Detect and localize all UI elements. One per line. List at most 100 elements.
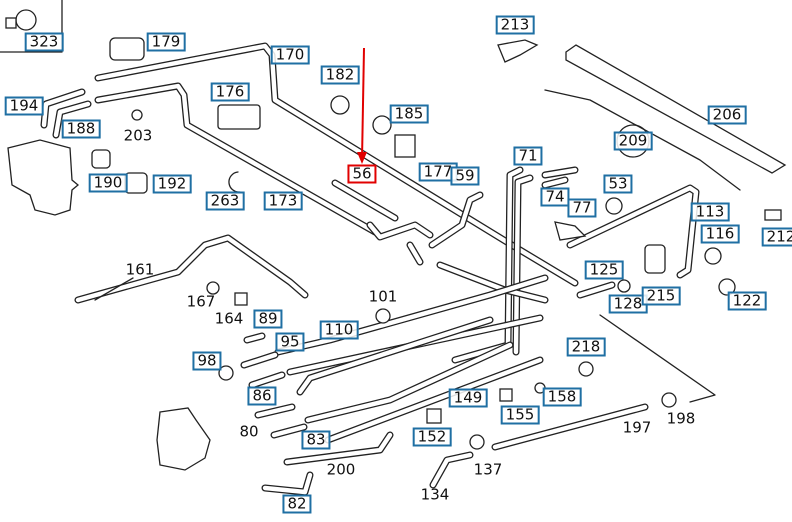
part-label-116[interactable]: 116 (700, 224, 740, 244)
clip-213 (497, 39, 539, 63)
part-label-59[interactable]: 59 (450, 166, 480, 186)
part-label-98[interactable]: 98 (192, 351, 222, 371)
part-label-212[interactable]: 212 (761, 227, 792, 247)
grommet-53 (605, 197, 623, 215)
screw-155 (499, 388, 513, 402)
part-label-113[interactable]: 113 (690, 202, 730, 222)
clip-212 (764, 209, 782, 221)
part-label-190[interactable]: 190 (88, 173, 128, 193)
plug-218 (578, 361, 594, 377)
hose-194-inner (41, 89, 85, 128)
part-label-198: 198 (666, 409, 696, 428)
hose-89-inner (244, 333, 265, 343)
hose-lower-c-inner (325, 357, 543, 443)
bracket-176 (217, 104, 261, 130)
hose-83-inner (271, 424, 307, 438)
clamp-190 (91, 149, 111, 169)
part-label-176[interactable]: 176 (210, 82, 250, 102)
part-label-167: 167 (186, 292, 216, 311)
part-label-206[interactable]: 206 (707, 105, 747, 125)
part-label-215[interactable]: 215 (641, 286, 681, 306)
reservoir-drawing (7, 139, 80, 216)
highlight-arrow (361, 47, 365, 161)
part-label-149[interactable]: 149 (448, 388, 488, 408)
part-label-152[interactable]: 152 (412, 427, 452, 447)
part-label-122[interactable]: 122 (727, 291, 767, 311)
small-parts (91, 37, 782, 450)
bolt-164 (234, 292, 248, 306)
part-label-170[interactable]: 170 (270, 45, 310, 65)
part-label-213[interactable]: 213 (495, 15, 535, 35)
mount-179 (109, 37, 145, 61)
clip-185 (372, 115, 392, 135)
clip-77 (554, 221, 587, 241)
hose-200-inner (284, 432, 393, 465)
hose-86-inner (249, 372, 285, 388)
part-label-209[interactable]: 209 (613, 131, 653, 151)
part-label-194[interactable]: 194 (4, 96, 44, 116)
hose-161-inner (75, 235, 308, 303)
valve-drawing (156, 407, 211, 471)
part-label-125[interactable]: 125 (584, 260, 624, 280)
hose-lines (40, 42, 700, 496)
hose-125-inner (577, 282, 615, 298)
trim-strip-206 (565, 44, 787, 174)
part-label-155[interactable]: 155 (500, 405, 540, 425)
grommet-122 (718, 278, 736, 296)
part-label-77[interactable]: 77 (567, 198, 597, 218)
part-label-177[interactable]: 177 (418, 162, 458, 182)
clamp-192 (124, 172, 148, 194)
part-label-200: 200 (326, 460, 356, 479)
hose-134-inner (430, 452, 473, 488)
part-label-161: 161 (125, 260, 155, 279)
part-label-83[interactable]: 83 (301, 430, 331, 450)
hose-173-inner (95, 83, 378, 235)
leader-198 (599, 314, 716, 403)
part-label-218[interactable]: 218 (566, 337, 606, 357)
part-label-137: 137 (473, 460, 503, 479)
part-label-86[interactable]: 86 (247, 386, 277, 406)
valve-215 (644, 244, 666, 274)
clamp-98 (218, 365, 234, 381)
part-label-71[interactable]: 71 (513, 146, 543, 166)
part-label-53[interactable]: 53 (603, 174, 633, 194)
part-label-203: 203 (123, 126, 153, 145)
washer-167 (206, 281, 220, 295)
hose-80-inner (255, 404, 295, 418)
highlight-arrowhead (357, 152, 367, 164)
part-label-95[interactable]: 95 (275, 332, 305, 352)
part-label-74[interactable]: 74 (540, 187, 570, 207)
part-label-110[interactable]: 110 (319, 320, 359, 340)
part-label-173[interactable]: 173 (263, 191, 303, 211)
hose-197-inner (492, 404, 648, 450)
hose-74-inner (542, 167, 578, 178)
clamp-323-drawing (5, 9, 37, 31)
clip-177 (394, 134, 416, 158)
part-label-182[interactable]: 182 (320, 65, 360, 85)
part-label-89[interactable]: 89 (253, 309, 283, 329)
part-label-263[interactable]: 263 (205, 191, 245, 211)
clamp-137 (469, 434, 485, 450)
part-label-192[interactable]: 192 (152, 174, 192, 194)
hose-188-inner (53, 101, 91, 138)
hose-170-inner (95, 43, 578, 286)
hose-98-inner (241, 352, 278, 368)
part-label-158[interactable]: 158 (542, 387, 582, 407)
hose-74b-inner (542, 177, 568, 188)
part-label-134: 134 (420, 485, 450, 504)
hose-lower-b-inner (297, 317, 493, 395)
hose-149-inner (305, 342, 513, 423)
part-label-188[interactable]: 188 (61, 119, 101, 139)
clamp-128 (617, 279, 631, 293)
part-label-179[interactable]: 179 (146, 32, 186, 52)
hose-59-inner (429, 192, 483, 248)
clamp-198 (661, 392, 677, 408)
part-label-56-highlighted[interactable]: 56 (347, 164, 377, 184)
part-label-323[interactable]: 323 (24, 32, 64, 52)
part-label-82[interactable]: 82 (282, 494, 312, 514)
part-label-185[interactable]: 185 (389, 104, 429, 124)
hose-82-inner (262, 472, 313, 495)
clip-263 (228, 171, 241, 193)
